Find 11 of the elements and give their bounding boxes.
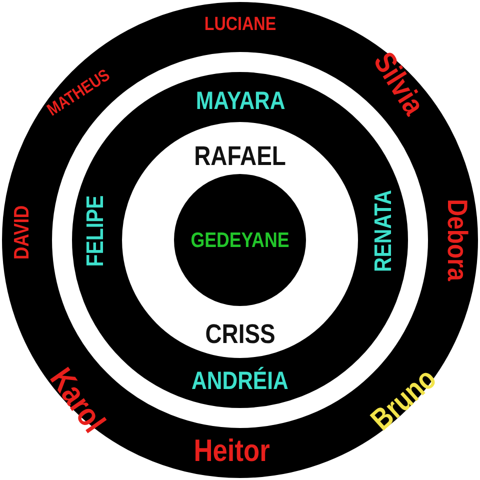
name-label: LUCIANE <box>204 14 276 34</box>
name-label: MAYARA <box>195 88 285 114</box>
name-label: GEDEYANE <box>190 230 290 250</box>
name-label: FELIPE <box>84 195 108 267</box>
name-label: RENATA <box>372 190 396 272</box>
name-label: ANDRÉIA <box>192 368 288 394</box>
name-label: Heitor <box>194 434 270 466</box>
name-label: RAFAEL <box>194 142 286 170</box>
name-label: Debora <box>443 199 472 281</box>
name-label: DAVID <box>11 204 32 260</box>
name-label: CRISS <box>204 320 275 348</box>
